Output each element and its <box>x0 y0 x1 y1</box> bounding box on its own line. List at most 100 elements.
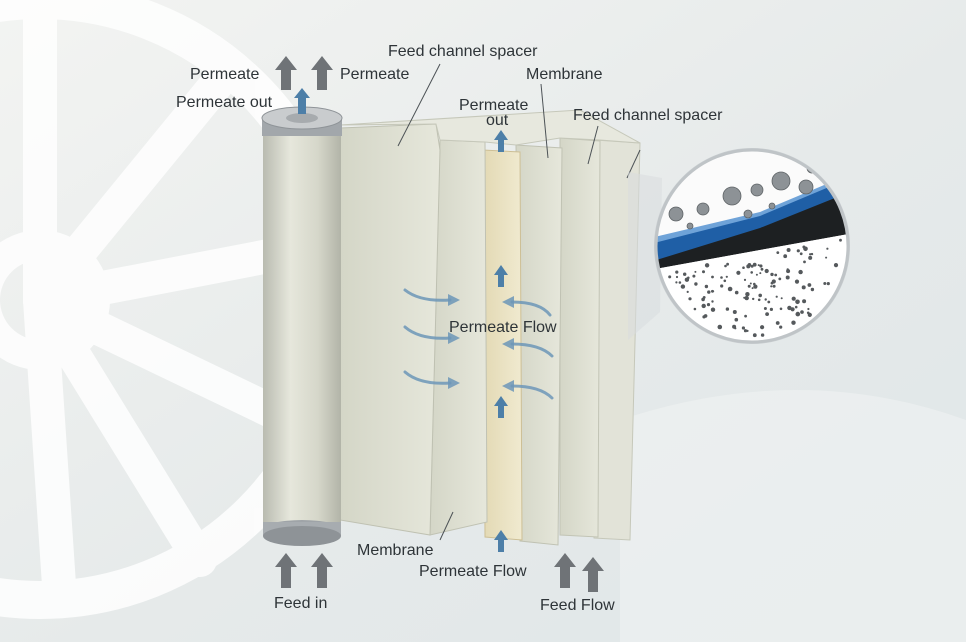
feed-channel-spacer-label-top: Feed channel spacer <box>388 43 538 60</box>
permeate-particle <box>720 284 724 288</box>
permeate-particle <box>798 269 803 275</box>
permeate-particle <box>711 289 714 293</box>
permeate-particle <box>769 307 774 311</box>
permeate-particle <box>752 262 757 267</box>
permeate-particle <box>741 326 746 330</box>
permeate-particle <box>752 297 755 301</box>
permeate-particle <box>783 254 788 259</box>
permeate-particle <box>759 264 763 268</box>
permeate-particle <box>706 303 711 307</box>
permeate-particle <box>764 268 769 274</box>
permeate-out-center-label-line2: out <box>486 112 509 129</box>
permeate-particle <box>744 314 747 318</box>
feed-channel-spacer-label-right: Feed channel spacer <box>573 107 723 124</box>
permeate-flow-bottom-label: Permeate Flow <box>419 563 527 580</box>
permeate-particle <box>683 272 687 276</box>
permeate-particle <box>795 311 801 317</box>
magnified-section <box>654 148 850 344</box>
permeate-particle <box>726 262 729 266</box>
permeate-particle <box>743 296 746 299</box>
permeate-particle <box>780 297 783 300</box>
permeate-label-right: Permeate <box>340 66 410 83</box>
feed-flow-label: Feed Flow <box>540 597 615 614</box>
flow-arrows-right <box>510 300 554 400</box>
background-shape <box>620 390 966 642</box>
permeate-particle <box>771 279 776 284</box>
membrane-label-top: Membrane <box>526 66 603 83</box>
permeate-particle <box>800 310 804 314</box>
permeate-particle <box>755 273 758 276</box>
permeate-particles <box>668 238 842 338</box>
permeate-particle <box>711 300 714 303</box>
permeate-particle <box>680 284 686 289</box>
permeate-particle <box>704 284 709 289</box>
permeate-particle <box>791 320 796 325</box>
permeate-particle <box>760 325 765 330</box>
permeate-particle <box>732 310 737 314</box>
permeate-particle <box>745 292 750 297</box>
permeate-particle <box>701 303 706 309</box>
permeate-particle <box>785 275 790 280</box>
permeate-particle <box>823 282 827 285</box>
permeate-particle <box>675 270 679 274</box>
permeate-particle <box>803 246 808 252</box>
permeate-particle <box>810 252 814 256</box>
permeate-particle <box>734 327 737 330</box>
membrane-sheets <box>339 109 641 546</box>
permeate-particle <box>717 324 723 330</box>
permeate-particle <box>807 307 810 311</box>
permeate-particle <box>774 273 778 277</box>
permeate-particle <box>807 283 812 287</box>
permeate-particle <box>809 253 812 256</box>
permeate-particle <box>770 272 774 277</box>
permeate-particle <box>757 264 760 267</box>
permeate-particle <box>801 285 806 290</box>
permeate-particle <box>750 271 753 274</box>
permeate-particle <box>790 307 795 312</box>
permeate-particle <box>724 264 727 268</box>
permeate-particle <box>734 290 739 295</box>
flow-arrowheads-left <box>448 294 460 389</box>
permeate-particle <box>770 285 773 288</box>
permeate-particle <box>752 333 757 338</box>
permeate-particle <box>751 287 754 290</box>
flow-arrows-left <box>403 288 452 385</box>
permeate-carrier-arrows <box>494 130 508 552</box>
permeate-particle <box>744 295 749 301</box>
permeate-particle <box>825 256 828 259</box>
permeate-particle <box>758 293 762 298</box>
permeate-particle <box>794 279 800 284</box>
permeate-out-label: Permeate out <box>176 94 273 111</box>
feed-flow-arrows <box>554 553 604 592</box>
permeate-particle <box>720 276 723 279</box>
permeate-particle <box>803 260 806 264</box>
permeate-particle <box>753 284 758 289</box>
permeate-particle <box>763 307 767 310</box>
permeate-particle <box>711 275 714 279</box>
permeate-particle <box>779 325 783 329</box>
permeate-particle <box>668 275 672 279</box>
permeate-particle <box>764 298 767 301</box>
permeate-particle <box>796 249 800 253</box>
permeate-particle <box>786 269 791 274</box>
permeate-particle <box>710 307 716 312</box>
permeate-particle <box>826 282 830 286</box>
permeate-particle <box>702 270 705 274</box>
permeate-particle <box>746 264 751 269</box>
permeate-particle <box>701 297 705 302</box>
permeate-particle <box>791 296 796 301</box>
feed-in-arrows <box>275 553 333 588</box>
permeate-particle <box>807 312 812 317</box>
permeate-particle <box>839 238 842 242</box>
permeate-particle <box>678 281 682 284</box>
permeate-particle <box>723 279 727 283</box>
permeate-label-left: Permeate <box>190 66 260 83</box>
permeate-particle <box>692 274 696 278</box>
permeate-particle <box>776 251 780 255</box>
permeate-particle <box>833 263 839 268</box>
permeate-particle <box>749 282 752 285</box>
permeate-particle <box>727 286 733 292</box>
permeate-particle <box>687 276 690 280</box>
